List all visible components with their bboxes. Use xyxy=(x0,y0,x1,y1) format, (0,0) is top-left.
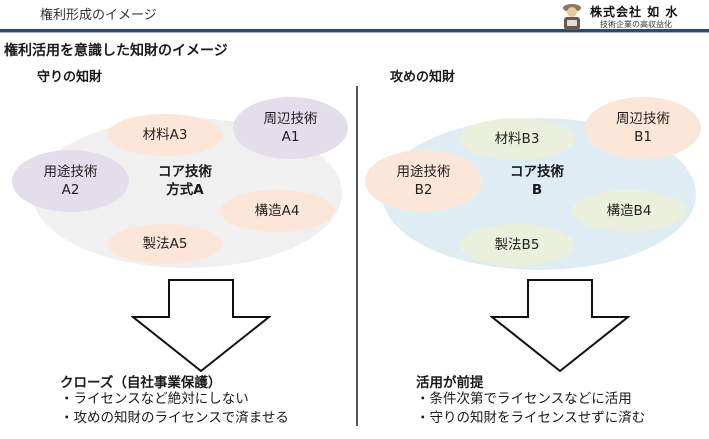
offensive-result-item: ・条件次第でライセンスなどに活用 xyxy=(416,391,632,407)
defensive-bubble-process: 製法A5 xyxy=(108,224,222,264)
logo-tagline: 技術企業の高収益化 xyxy=(600,20,672,29)
bubble-label: 構造A4 xyxy=(254,202,300,219)
bubble-label: 材料A3 xyxy=(142,126,188,143)
header-rule xyxy=(0,29,709,32)
defensive-result-title: クローズ（自社事業保護） xyxy=(60,375,222,391)
offensive-bubble-structure: 構造B4 xyxy=(572,190,686,232)
offensive-bubble-application: 用途技術 B2 xyxy=(365,150,482,212)
logo-company-name: 株式会社 如 水 xyxy=(590,5,679,19)
bubble-label: 製法A5 xyxy=(142,235,188,252)
bubble-label: 用途技術 xyxy=(43,163,98,180)
offensive-bubble-process: 製法B5 xyxy=(460,224,574,266)
core-label-id: B xyxy=(531,182,543,199)
defensive-core-technology: コア技術方式A xyxy=(145,163,225,199)
core-label: コア技術 xyxy=(510,164,564,180)
offensive-core-technology: コア技術 B xyxy=(497,163,577,199)
defensive-result-item: ・ライセンスなど絶対にしない xyxy=(60,391,249,407)
bubble-label-id: B1 xyxy=(634,129,652,145)
defensive-bubble-application: 用途技術 A2 xyxy=(12,150,129,212)
offensive-bubble-material: 材料B3 xyxy=(459,118,575,160)
defensive-bubble-structure: 構造A4 xyxy=(220,190,334,232)
core-label-id: 方式A xyxy=(166,182,204,199)
bubble-label-id: B2 xyxy=(414,182,433,198)
core-label: コア技術 xyxy=(158,164,212,180)
main-title: 権利活用を意識した知財のイメージ xyxy=(4,43,228,59)
defensive-bubble-peripheral: 周辺技術 A1 xyxy=(233,97,348,159)
bubble-label: 構造B4 xyxy=(606,202,652,219)
offensive-down-arrow-icon xyxy=(490,279,630,373)
offensive-result-title: 活用が前提 xyxy=(416,375,484,391)
bubble-label: 材料B3 xyxy=(494,130,540,147)
offensive-section-title: 攻めの知財 xyxy=(390,70,456,85)
bubble-label: 製法B5 xyxy=(494,236,540,253)
bubble-label-id: A1 xyxy=(281,129,300,145)
defensive-down-arrow-icon xyxy=(131,279,271,373)
offensive-bubble-peripheral: 周辺技術 B1 xyxy=(585,97,701,159)
header-rule-highlight xyxy=(0,32,709,33)
mascot-icon xyxy=(563,4,581,30)
bubble-label: 周辺技術 xyxy=(263,110,318,127)
defensive-section-title: 守りの知財 xyxy=(37,70,103,85)
bubble-label-id: A2 xyxy=(61,182,80,198)
defensive-bubble-material: 材料A3 xyxy=(107,114,223,156)
bubble-label: 用途技術 xyxy=(396,163,451,180)
page-header-title: 権利形成のイメージ xyxy=(40,8,157,23)
section-divider xyxy=(356,86,358,426)
offensive-result-item: ・守りの知財をライセンスせずに済む xyxy=(416,410,646,426)
defensive-result-item: ・攻めの知財のライセンスで済ませる xyxy=(60,410,289,426)
bubble-label: 周辺技術 xyxy=(616,110,670,127)
company-logo: 株式会社 如 水 技術企業の高収益化 xyxy=(560,1,708,31)
